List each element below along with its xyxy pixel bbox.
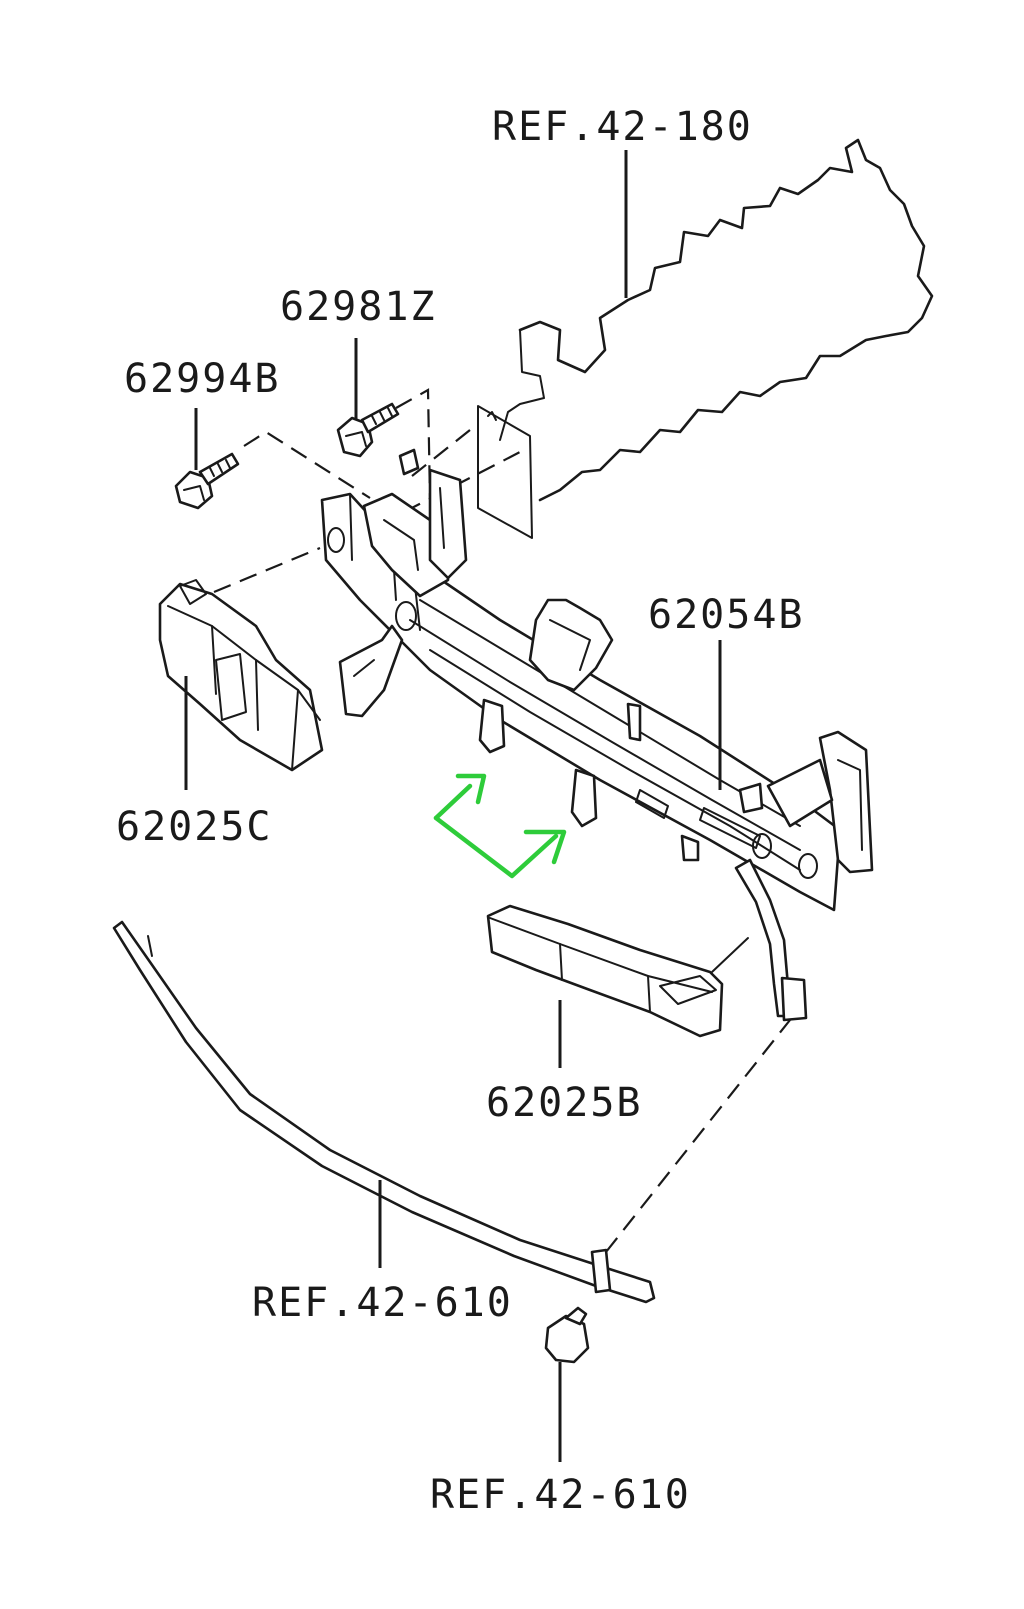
label-62054b: 62054B [648, 592, 805, 638]
bolt-62994b-icon [174, 452, 240, 510]
clip-icon [544, 1306, 590, 1364]
panel-dash [403, 429, 521, 513]
lower-strip [112, 920, 656, 1304]
bolt-dash-center [395, 388, 432, 501]
label-62994b: 62994B [124, 356, 281, 402]
direction-arrow-icon [433, 773, 567, 879]
absorber-c-dash [213, 546, 321, 594]
absorber-62025c [158, 579, 324, 772]
upper-panel-outline [477, 138, 934, 539]
bolt-dash-left [243, 430, 371, 499]
absorber-b-link [711, 937, 749, 973]
label-ref-42-180: REF.42-180 [492, 104, 753, 150]
absorber-62025b [486, 904, 724, 1038]
label-62025c: 62025C [116, 804, 273, 850]
label-62981z: 62981Z [280, 284, 437, 330]
bolt-62981z-icon [336, 402, 400, 458]
label-ref-42-610-b: REF.42-610 [430, 1472, 691, 1518]
strip-dash [605, 1019, 791, 1253]
label-ref-42-610-a: REF.42-610 [252, 1280, 513, 1326]
label-62025b: 62025B [486, 1080, 643, 1126]
crossmember-62054b [320, 448, 874, 1022]
